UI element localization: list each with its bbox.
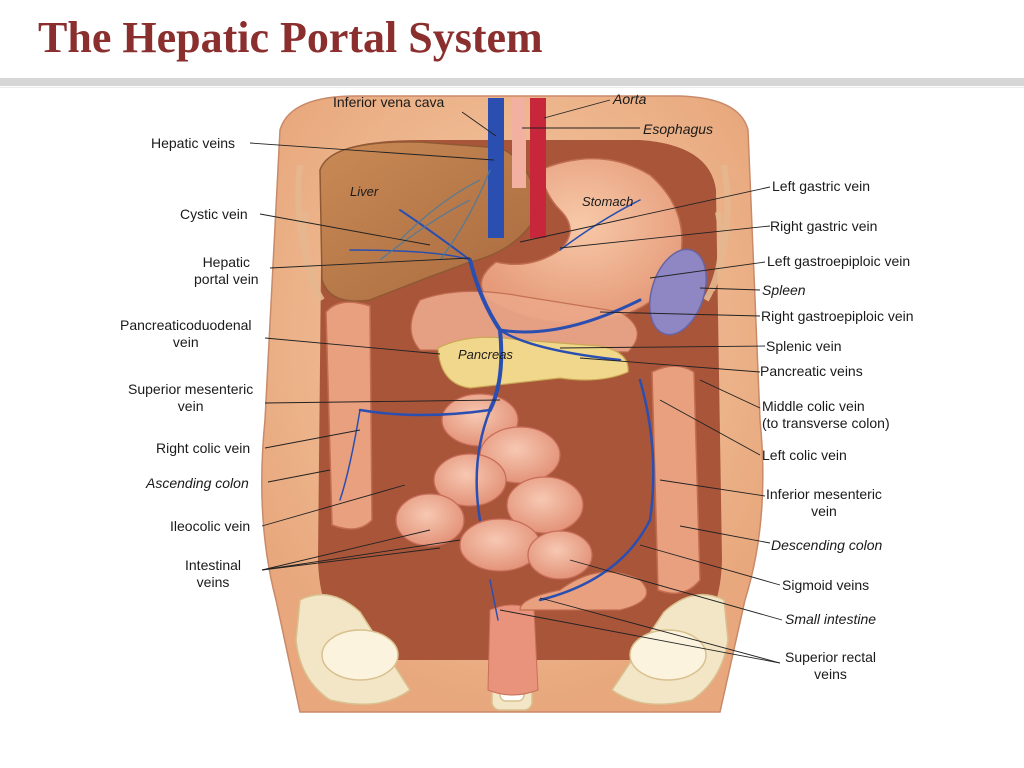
label-pancreatic-veins: Pancreatic veins bbox=[760, 363, 863, 379]
label-intestinal-veins: Intestinal veins bbox=[185, 557, 242, 590]
label-sigmoid-veins: Sigmoid veins bbox=[782, 577, 870, 593]
small-intestine bbox=[395, 393, 593, 580]
label-splenic-vein: Splenic vein bbox=[766, 338, 842, 354]
label-right-gastric-vein: Right gastric vein bbox=[770, 218, 878, 234]
ribs bbox=[295, 164, 731, 302]
label-superior-rectal-veins: Superior rectal veins bbox=[785, 649, 877, 682]
slide-title: The Hepatic Portal System bbox=[38, 13, 543, 62]
descending-colon bbox=[651, 365, 701, 595]
label-inferior-mesenteric-vein: Inferior mesenteric vein bbox=[766, 486, 882, 519]
label-inferior-vena-cava: Inferior vena cava bbox=[333, 94, 445, 110]
label-middle-colic-vein: Middle colic vein (to transverse colon) bbox=[762, 398, 890, 431]
label-hepatic-veins: Hepatic veins bbox=[151, 135, 236, 151]
inferior-vena-cava bbox=[488, 98, 504, 238]
label-ascending-colon: Ascending colon bbox=[146, 475, 249, 491]
label-left-gastric-vein: Left gastric vein bbox=[772, 178, 871, 194]
aorta bbox=[530, 98, 546, 238]
label-descending-colon: Descending colon bbox=[771, 537, 883, 553]
transverse-colon bbox=[410, 290, 638, 353]
label-spleen: Spleen bbox=[762, 282, 806, 298]
label-cystic-vein: Cystic vein bbox=[180, 206, 248, 222]
label-ileocolic-vein: Ileocolic vein bbox=[170, 518, 251, 534]
liver-label: Liver bbox=[350, 184, 379, 199]
label-right-colic-vein: Right colic vein bbox=[156, 440, 251, 456]
label-aorta: Aorta bbox=[613, 91, 647, 107]
title-divider bbox=[0, 78, 1024, 88]
ascending-colon bbox=[325, 301, 373, 530]
label-left-colic-vein: Left colic vein bbox=[762, 447, 847, 463]
label-pancreaticoduodenal-vein: Pancreaticoduodenal vein bbox=[120, 317, 252, 350]
stomach-label: Stomach bbox=[582, 194, 634, 209]
hepatic-veins bbox=[379, 169, 491, 261]
label-hepatic-portal-vein: Hepatic portal vein bbox=[194, 254, 259, 287]
label-small-intestine: Small intestine bbox=[785, 611, 877, 627]
esophagus bbox=[512, 98, 526, 188]
leader-lines bbox=[249, 99, 783, 664]
label-esophagus: Esophagus bbox=[643, 121, 714, 137]
label-right-gastroepiploic-vein: Right gastroepiploic vein bbox=[761, 308, 914, 324]
pancreas bbox=[437, 336, 629, 389]
sigmoid-colon bbox=[519, 571, 648, 611]
rectum bbox=[487, 604, 539, 696]
label-superior-mesenteric-vein: Superior mesenteric vein bbox=[128, 381, 254, 414]
pancreas-label: Pancreas bbox=[458, 347, 513, 362]
portal-veins bbox=[339, 199, 655, 621]
label-left-gastroepiploic-vein: Left gastroepiploic vein bbox=[767, 253, 911, 269]
